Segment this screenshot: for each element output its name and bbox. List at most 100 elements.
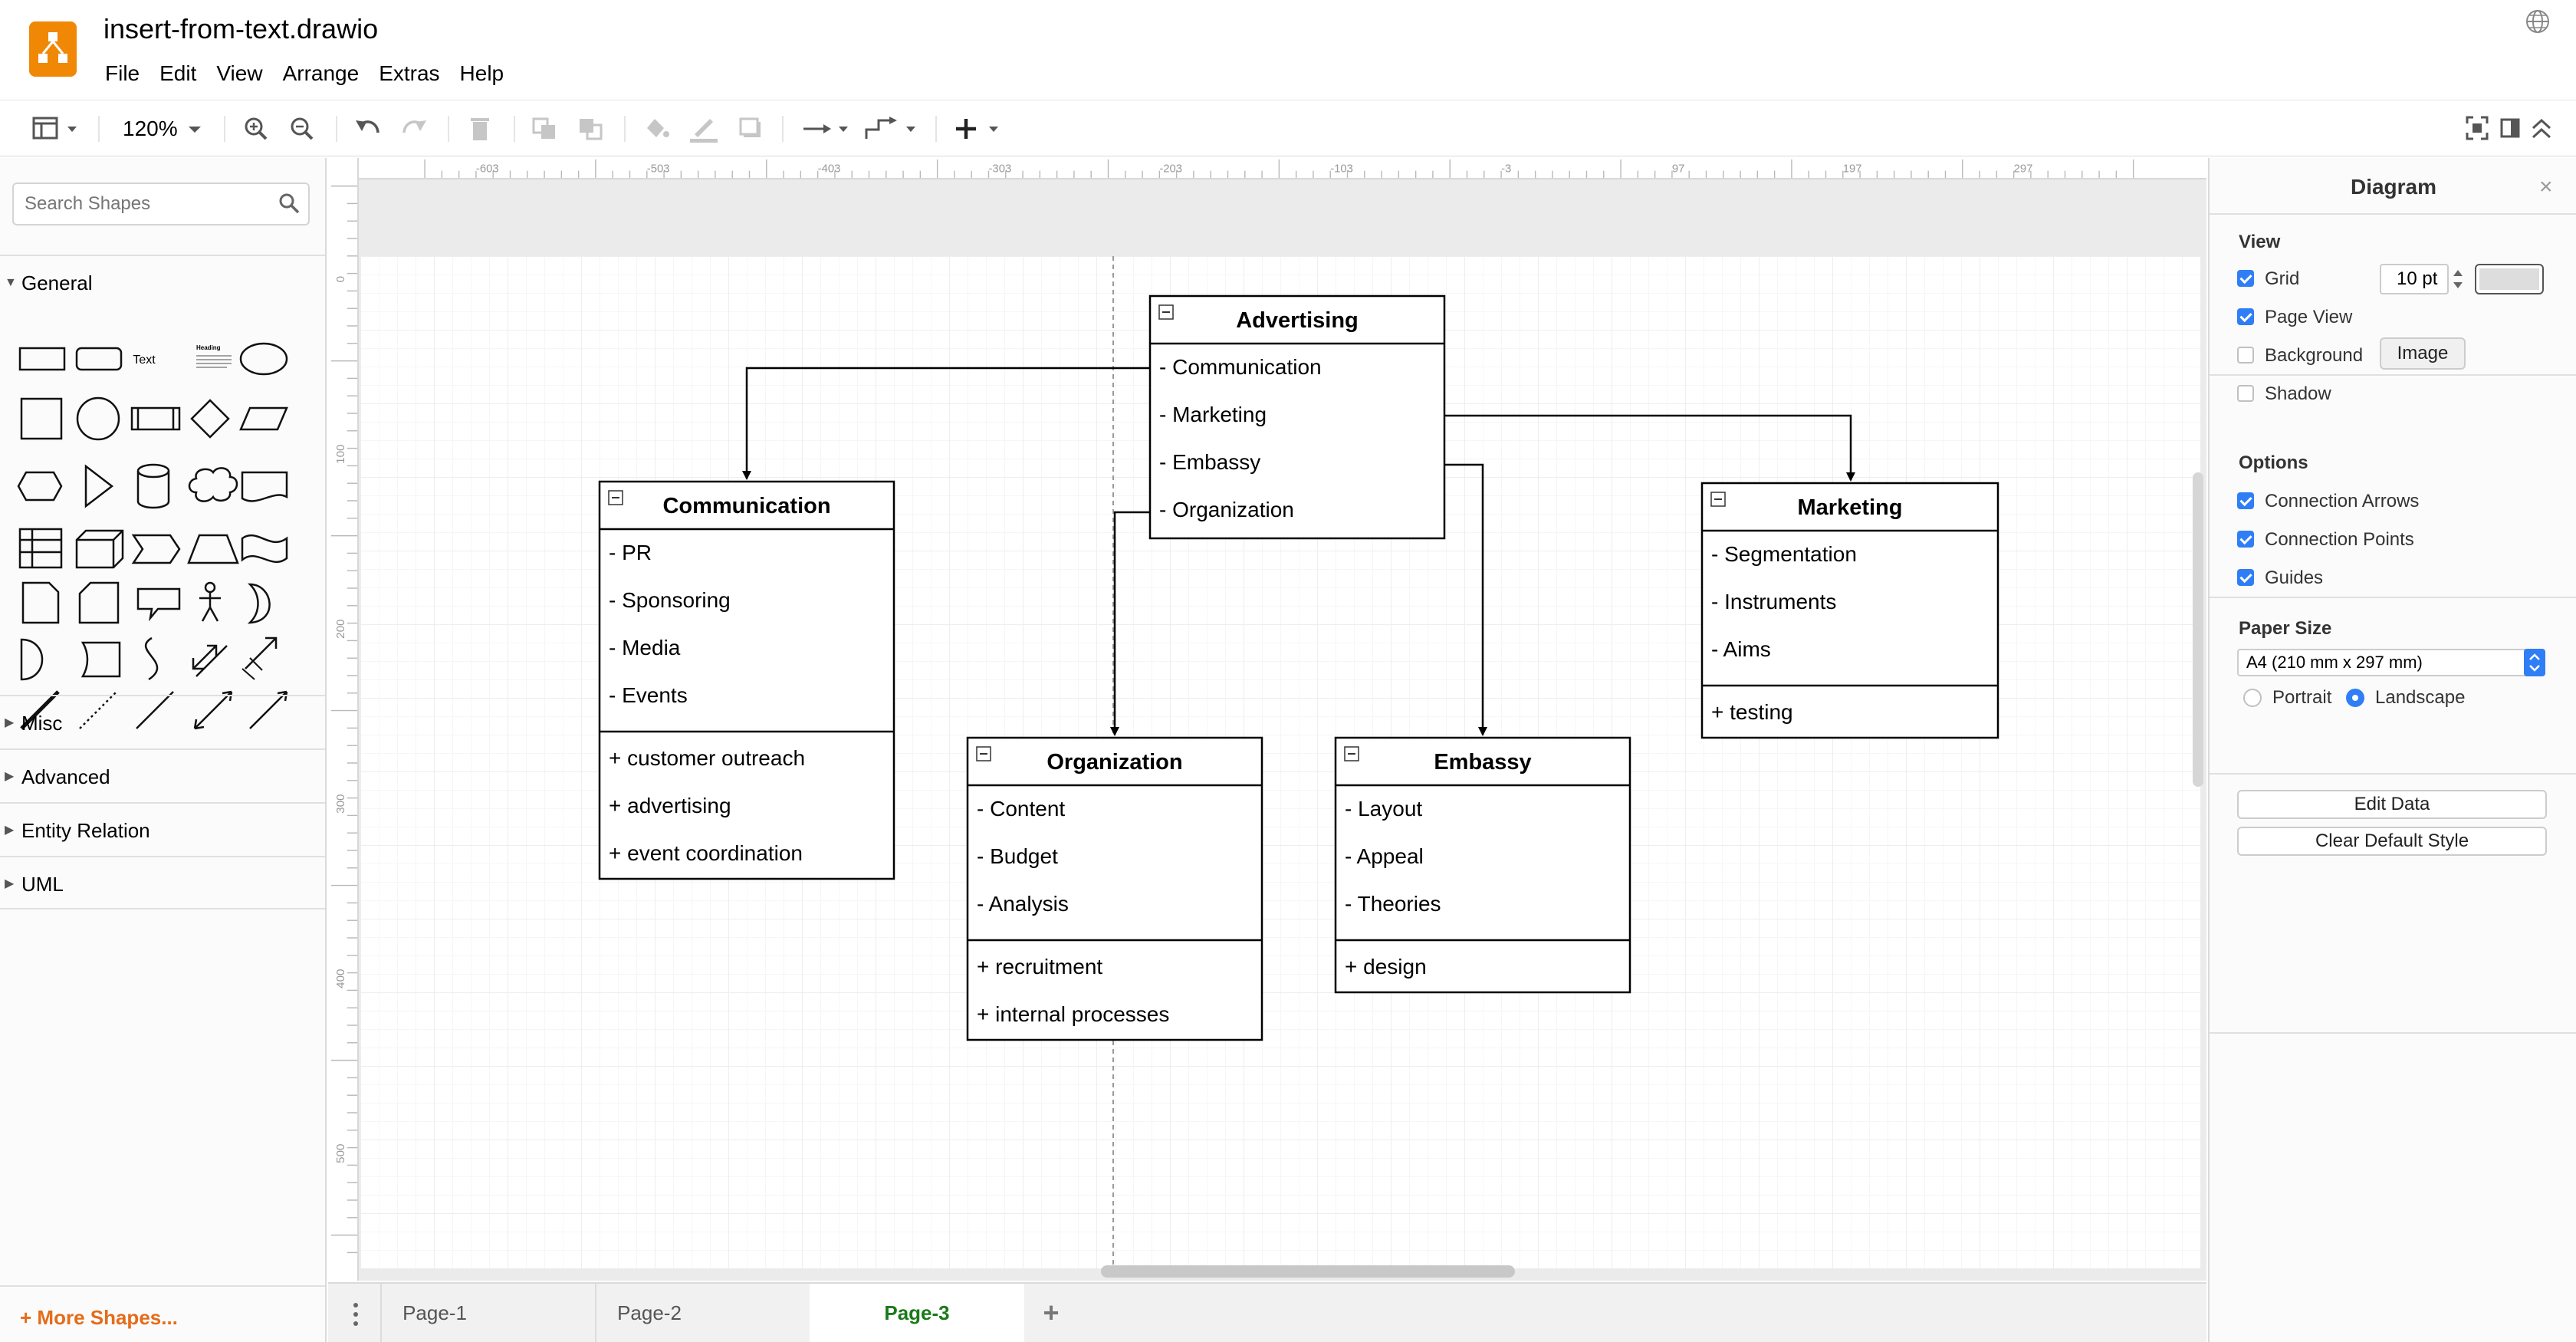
menu-arrange[interactable]: Arrange [282,61,360,85]
search-shapes-input[interactable] [12,183,310,225]
page-format-icon[interactable] [31,114,84,143]
zoom-out-icon[interactable] [288,114,316,143]
section-misc[interactable]: ▶ Misc [0,695,325,748]
class-attribute[interactable]: - Theories [1345,892,1441,916]
connection-icon[interactable] [802,114,853,143]
clear-default-style-button[interactable]: Clear Default Style [2237,827,2547,856]
insert-icon[interactable] [954,114,1006,143]
class-method[interactable]: + recruitment [977,955,1102,979]
class-marketing[interactable]: Marketing- Segmentation- Instruments- Ai… [1700,482,1999,739]
class-attribute[interactable]: - Organization [1159,498,1294,521]
fill-color-icon[interactable] [641,114,672,143]
fullscreen-icon[interactable] [2464,114,2490,143]
general-shapes-palette[interactable]: Text Heading [15,328,291,850]
edit-data-button[interactable]: Edit Data [2237,790,2547,819]
format-panel-icon[interactable] [2498,114,2524,143]
tab-page-3[interactable]: Page-3 [810,1284,1024,1342]
zoom-level[interactable]: 120% [123,117,178,140]
delete-icon[interactable] [466,114,494,143]
vertical-scrollbar[interactable] [2193,472,2203,787]
class-communication[interactable]: Communication- PR- Sponsoring- Media- Ev… [598,480,895,880]
class-advertising[interactable]: Advertising- Communication- Marketing- E… [1148,294,1446,540]
redo-icon[interactable] [399,114,429,143]
class-method[interactable]: + advertising [609,794,731,817]
waypoints-icon[interactable] [863,114,922,143]
grid-color-swatch[interactable] [2475,264,2544,294]
image-button[interactable]: Image [2380,337,2466,370]
shape-trapezoid [187,534,239,564]
class-method[interactable]: + testing [1711,700,1793,724]
class-method[interactable]: + customer outreach [609,746,805,770]
section-uml[interactable]: ▶ UML [0,856,325,909]
class-title: Organization [1046,750,1182,775]
class-attribute[interactable]: - Instruments [1711,590,1836,613]
section-entity-relation[interactable]: ▶ Entity Relation [0,802,325,856]
search-icon[interactable] [278,192,301,215]
tab-page-1[interactable]: Page-1 [380,1284,488,1342]
class-attribute[interactable]: - Aims [1711,637,1771,661]
paper-size-select[interactable]: A4 (210 mm x 297 mm) [2237,649,2544,676]
more-shapes-link[interactable]: + More Shapes... [20,1306,178,1329]
horizontal-scrollbar[interactable] [1101,1265,1515,1278]
shape-heading[interactable]: Heading [196,344,221,351]
class-attribute[interactable]: - Analysis [977,892,1069,916]
portrait-radio[interactable] [2243,689,2262,707]
menu-help[interactable]: Help [459,61,504,85]
class-method[interactable]: + internal processes [977,1002,1169,1026]
class-attribute[interactable]: - Sponsoring [609,588,731,612]
collapse-icon[interactable] [1158,304,1174,320]
add-page-button[interactable]: + [1043,1297,1060,1328]
class-attribute[interactable]: - Embassy [1159,450,1260,474]
class-attribute[interactable]: - Appeal [1345,844,1424,868]
guides-checkbox[interactable] [2237,569,2254,586]
collapse-icon[interactable] [2528,114,2555,143]
collapse-icon[interactable] [976,746,991,761]
pages-menu-icon[interactable] [351,1301,360,1328]
class-attribute[interactable]: - Budget [977,844,1058,868]
background-checkbox[interactable] [2237,347,2254,363]
grid-size-input[interactable]: 10 pt [2380,264,2449,294]
section-advanced[interactable]: ▶ Advanced [0,748,325,802]
class-attribute[interactable]: - Content [977,797,1065,821]
to-back-icon[interactable] [577,114,607,143]
select-chevron-icon[interactable] [2524,649,2545,676]
shadow-checkbox[interactable] [2237,385,2254,402]
zoom-dropdown-icon[interactable] [184,114,207,143]
shadow-icon[interactable] [736,114,767,143]
landscape-radio[interactable] [2346,689,2364,707]
collapse-icon[interactable] [1344,746,1359,761]
menu-view[interactable]: View [216,61,263,85]
class-method[interactable]: + event coordination [609,841,803,865]
class-method[interactable]: + design [1345,955,1427,979]
menu-extras[interactable]: Extras [379,61,440,85]
grid-size-stepper-icon[interactable] [2450,264,2466,294]
document-title[interactable]: insert-from-text.drawio [104,13,379,44]
menu-edit[interactable]: Edit [159,61,197,85]
menu-file[interactable]: File [105,61,140,85]
class-attribute[interactable]: - Media [609,636,681,659]
close-icon[interactable]: × [2539,174,2553,199]
connection-points-checkbox[interactable] [2237,531,2254,548]
class-organization[interactable]: Organization - Content - Budget - Analysis +… [966,736,1263,1041]
section-general[interactable]: ▼ General [0,255,325,308]
zoom-in-icon[interactable] [242,114,270,143]
class-embassy[interactable]: Embassy- Layout- Appeal- Theories+ desig… [1334,736,1631,994]
class-attribute[interactable]: - PR [609,541,652,564]
undo-icon[interactable] [353,114,383,143]
class-attribute[interactable]: - Events [609,683,688,707]
tab-page-2[interactable]: Page-2 [595,1284,702,1342]
toolbar-separator [98,116,100,142]
class-attribute[interactable]: - Communication [1159,355,1322,379]
connection-arrows-checkbox[interactable] [2237,492,2254,509]
class-attribute[interactable]: - Segmentation [1711,542,1857,566]
shape-text[interactable]: Text [133,354,156,367]
page-view-checkbox[interactable] [2237,308,2254,325]
grid-checkbox[interactable] [2237,270,2254,287]
to-front-icon[interactable] [531,114,561,143]
collapse-icon[interactable] [1710,492,1726,507]
collapse-icon[interactable] [608,490,623,505]
class-attribute[interactable]: - Layout [1345,797,1422,821]
language-globe-icon[interactable] [2524,8,2551,35]
class-attribute[interactable]: - Marketing [1159,403,1267,426]
line-color-icon[interactable] [687,114,721,143]
